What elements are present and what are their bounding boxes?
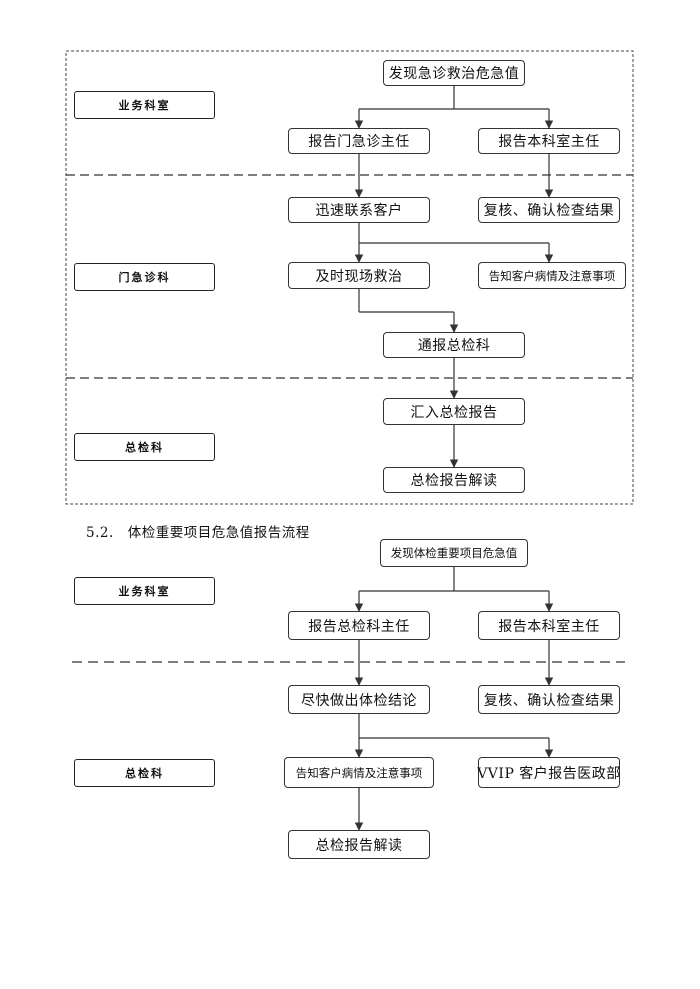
flow1-node-merge: 汇入总检报告 <box>383 398 525 425</box>
flow2-node-recheck: 复核、确认检查结果 <box>478 685 620 714</box>
flow1-node-report-dept: 报告本科室主任 <box>478 128 620 154</box>
flow2-node-discover: 发现体检重要项目危急值 <box>380 539 528 567</box>
flow2-node-report-dept: 报告本科室主任 <box>478 611 620 640</box>
flow1-node-report-er: 报告门急诊主任 <box>288 128 430 154</box>
flow1-node-recheck: 复核、确认检查结果 <box>478 197 620 223</box>
section-title: 5.2. 体检重要项目危急值报告流程 <box>86 525 310 541</box>
flow2-node-inform: 告知客户病情及注意事项 <box>284 757 434 788</box>
flow2-lane-business-dept: 业务科室 <box>74 577 215 605</box>
flow2-node-interpret: 总检报告解读 <box>288 830 430 859</box>
flow1-lane-business-dept: 业务科室 <box>74 91 215 119</box>
flow1-lane-emergency-dept: 门急诊科 <box>74 263 215 291</box>
flow1-node-inform: 告知客户病情及注意事项 <box>478 262 626 289</box>
flow1-node-interpret: 总检报告解读 <box>383 467 525 493</box>
flow1-node-treat: 及时现场救治 <box>288 262 430 289</box>
flow1-node-discover: 发现急诊救治危急值 <box>383 60 525 86</box>
flow2-node-vvip: VVIP 客户报告医政部 <box>477 757 620 788</box>
flow2-node-report-head: 报告总检科主任 <box>288 611 430 640</box>
flow1-node-contact: 迅速联系客户 <box>288 197 430 223</box>
flow2-node-conclude: 尽快做出体检结论 <box>288 685 430 714</box>
flow1-node-notify: 通报总检科 <box>383 332 525 358</box>
flow1-lane-general-check-dept: 总检科 <box>74 433 215 461</box>
flow2-lane-general-check-dept: 总检科 <box>74 759 215 787</box>
